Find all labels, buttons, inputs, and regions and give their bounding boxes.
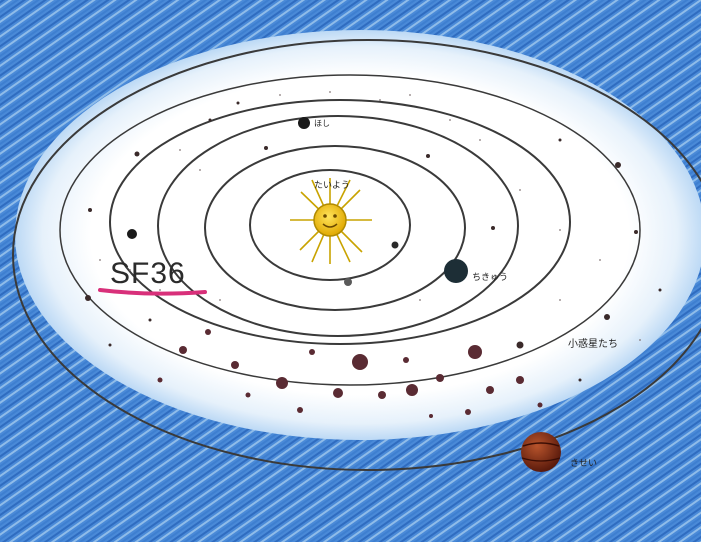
asteroid-belt	[157, 329, 543, 418]
sun-eye-right	[333, 214, 337, 218]
orbit-2	[204, 145, 466, 311]
planet-inner	[391, 241, 399, 249]
sun-label: たいよう	[314, 180, 350, 191]
sun-eye-left	[323, 214, 327, 218]
sun-smile	[322, 223, 338, 228]
orbit-4	[109, 99, 571, 345]
top-planet-label: ほし	[314, 119, 330, 128]
sf36-label: SF36	[110, 257, 186, 290]
galaxy-disk	[15, 30, 701, 440]
outer-planet-label: きせい	[570, 458, 597, 469]
orbit-1	[249, 169, 411, 281]
sf36-underline	[98, 288, 207, 296]
sun-icon	[313, 203, 347, 237]
asteroid-label: 小惑星たち	[568, 337, 618, 350]
orbit-3	[157, 115, 519, 337]
orbit-5	[59, 74, 641, 386]
earth-label: ちきゅう	[472, 272, 508, 283]
planet-outer-band-2	[521, 457, 561, 462]
planet-outer-band	[522, 442, 560, 447]
background-stars	[85, 101, 662, 382]
outer-boundary-orbit	[12, 39, 701, 471]
planet-outer-icon	[521, 432, 561, 472]
planet-top	[298, 117, 310, 129]
planet-left	[127, 229, 137, 239]
speckle-dots	[99, 91, 641, 341]
planet-second	[344, 278, 352, 286]
planet-earth-icon	[444, 259, 468, 283]
